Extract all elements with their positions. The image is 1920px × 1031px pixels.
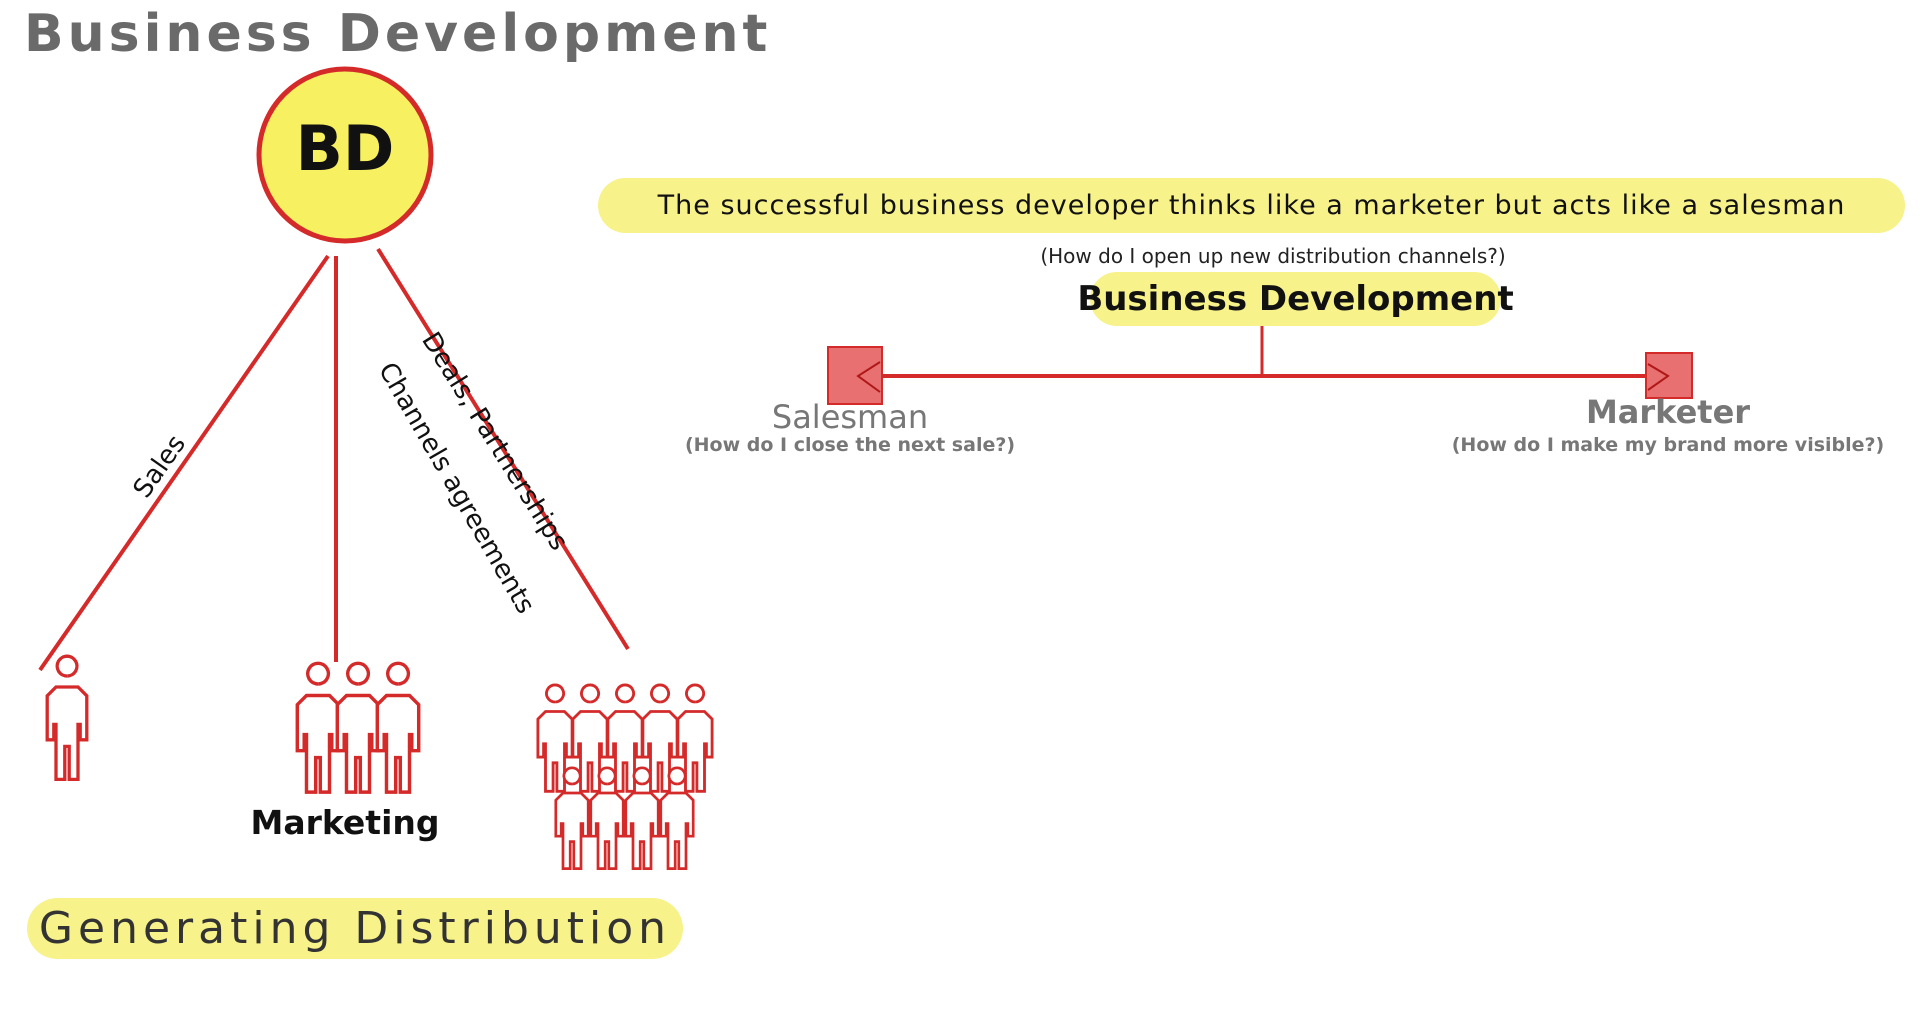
left-arrow-icon xyxy=(856,361,881,393)
bd-circle xyxy=(256,66,434,244)
bd-center-label: Business Development xyxy=(1077,272,1514,326)
distribution-line xyxy=(376,247,630,651)
salesman-label: Salesman xyxy=(771,398,929,436)
generating-distribution-banner: Generating Distribution xyxy=(27,898,683,959)
salesman-marker xyxy=(827,346,883,405)
quote-banner: The successful business developer thinks… xyxy=(598,178,1905,233)
sales-line xyxy=(38,254,330,672)
marketing-label: Marketing xyxy=(250,803,440,842)
salesperson-icon xyxy=(45,654,89,782)
salesman-question: (How do I close the next sale?) xyxy=(684,434,1016,456)
right-arrow-icon xyxy=(1647,363,1670,391)
page-title: Business Development xyxy=(24,4,772,64)
marketing-team-icon xyxy=(295,661,421,794)
distribution-crowd-icon xyxy=(536,683,714,870)
bd-hub-label: BD xyxy=(295,112,395,185)
marketer-question: (How do I make my brand more visible?) xyxy=(1451,434,1885,456)
marketer-label: Marketer xyxy=(1585,393,1751,431)
bd-question: (How do I open up new distribution chann… xyxy=(1040,244,1506,268)
